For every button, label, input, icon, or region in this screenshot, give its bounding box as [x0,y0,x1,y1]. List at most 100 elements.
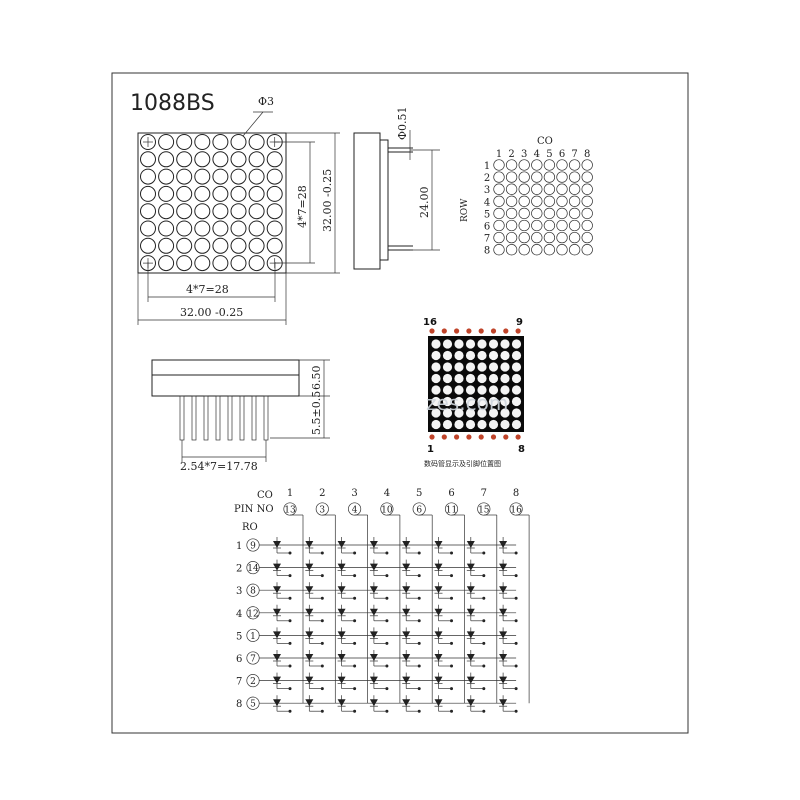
diode-symbol [466,586,475,594]
photo-led-dot [431,396,441,407]
photo-top-pin [466,328,472,334]
matrix-photo: 16 9 1 8 zes.com 数码管显示及引脚位置图 [423,317,525,468]
photo-led-dot [442,339,453,349]
photo-caption: 数码管显示及引脚位置图 [424,459,501,468]
photo-led-dot [488,350,499,361]
photo-bottom-pin [441,434,447,440]
small-led-dot [518,183,530,195]
photo-led-dot [500,373,510,384]
small-led-dot [543,207,556,220]
small-led-dot [543,171,556,183]
photo-led-dot [488,362,499,372]
photo-led-dot [442,385,453,395]
photo-led-dot [431,362,441,372]
diode-symbol [369,563,378,571]
small-led-dot [543,195,556,207]
led-dot [230,185,247,202]
photo-led-dot [511,385,522,395]
diode-symbol [273,654,281,661]
small-row-number: 5 [484,209,490,220]
bottom-pin [251,395,257,441]
small-led-dot [556,231,568,244]
led-dot [176,151,193,168]
led-dot [248,237,265,254]
diode-symbol [434,541,443,548]
photo-led-dot [500,385,510,395]
diode-symbol [369,608,378,616]
small-row-number: 1 [484,161,490,172]
led-dot [212,185,229,202]
small-col-number: 4 [534,149,540,160]
small-led-dot [556,207,568,220]
small-led-dot [543,183,556,195]
photo-led-dot [488,408,499,418]
led-dot [176,134,193,150]
small-led-dot [518,207,530,220]
led-dot [266,220,283,237]
led-dot [230,255,247,272]
diode-symbol [434,563,443,571]
diode-symbol [466,608,475,616]
led-dot [176,203,193,220]
photo-led-dot [500,419,510,430]
photo-led-dot [511,396,522,407]
small-led-dot [581,231,593,244]
small-led-dot [493,183,505,195]
led-dot [248,151,265,168]
led-dot [230,220,247,237]
photo-led-dot [442,373,453,384]
diode-symbol [499,699,508,707]
photo-led-dot [465,419,476,430]
small-led-dot [568,207,581,220]
led-dot [212,168,229,185]
diode-symbol [337,608,346,616]
pin-diameter-label: Φ0.51 [396,106,409,140]
small-led-dot [493,219,505,232]
small-led-dot [543,219,556,232]
small-col-number: 8 [584,149,590,160]
photo-bottom-pin [429,434,435,440]
diode-symbol [305,608,314,616]
pin-8-label: 8 [518,444,525,455]
led-dot [158,151,175,168]
photo-led-dot [465,350,476,361]
photo-top-pin [515,328,521,334]
photo-led-dot [477,408,487,418]
small-led-dot [531,219,543,232]
led-dot [266,185,283,202]
diode-symbol [434,586,443,594]
led-dot [248,134,265,150]
diode-symbol [434,608,443,616]
small-led-dot [505,231,518,244]
diode-symbol [305,654,314,661]
diode-symbol [273,586,281,594]
pin-length-dimension: 24.00 [418,187,431,219]
schematic-row-number: 7 [236,677,242,688]
led-dot [212,151,229,168]
pin-length-bottom-dimension: 5.5±0.5 [310,391,323,435]
photo-top-pin [429,328,435,334]
diode-symbol [466,541,475,548]
small-led-dot [568,244,581,256]
led-dot [176,220,193,237]
photo-led-dot [477,396,487,407]
small-led-dot [568,195,581,207]
photo-led-dot [488,419,499,430]
small-led-dot [556,219,568,232]
small-led-dot [568,159,581,171]
schematic-col-number: 5 [416,488,422,499]
led-dot [194,255,211,272]
photo-led-dot [431,419,441,430]
small-led-dot [568,183,581,195]
photo-top-pin [454,328,460,334]
photo-led-dot [500,339,510,349]
photo-led-dot [500,350,510,361]
photo-led-dot [454,350,464,361]
led-dot [194,151,211,168]
led-dot [212,220,229,237]
small-col-number: 6 [559,149,565,160]
